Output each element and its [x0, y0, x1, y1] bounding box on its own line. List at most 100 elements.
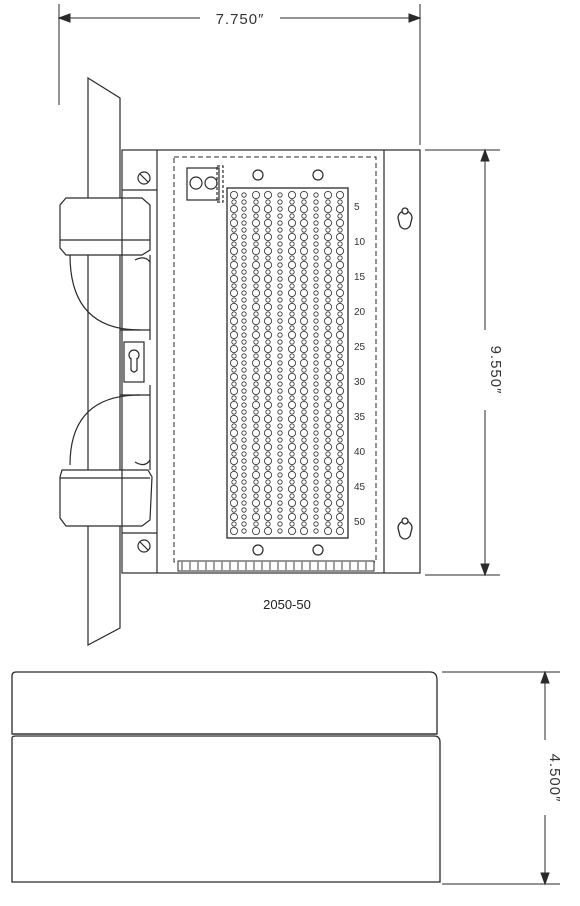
terminal-hole	[287, 513, 296, 522]
terminal-hole	[265, 395, 271, 401]
terminal-hole	[231, 479, 237, 485]
terminal-hole	[229, 456, 238, 465]
terminal-hole	[265, 423, 271, 429]
terminal-hole	[251, 470, 260, 479]
terminal-hole	[241, 248, 247, 254]
terminal-hole	[299, 232, 308, 241]
terminal-hole	[301, 325, 307, 331]
terminal-hole	[241, 458, 247, 464]
terminal-hole	[323, 484, 332, 493]
terminal-hole	[325, 381, 331, 387]
terminal-hole	[277, 332, 283, 338]
terminal-hole	[231, 339, 237, 345]
terminal-hole	[277, 220, 283, 226]
terminal-hole	[253, 423, 259, 429]
terminal-hole	[251, 190, 260, 199]
terminal-hole	[325, 199, 331, 205]
terminal-hole	[323, 190, 332, 199]
terminal-hole	[263, 218, 272, 227]
terminal-hole	[241, 325, 247, 331]
terminal-hole	[241, 360, 247, 366]
keyhole-icon	[397, 517, 413, 540]
terminal-hole	[301, 353, 307, 359]
terminal-hole	[335, 400, 344, 409]
terminal-hole	[253, 325, 259, 331]
terminal-hole	[287, 330, 296, 339]
terminal-hole	[299, 246, 308, 255]
terminal-hole	[231, 311, 237, 317]
terminal-hole	[287, 302, 296, 311]
terminal-hole	[335, 442, 344, 451]
terminal-hole	[299, 442, 308, 451]
terminal-hole	[325, 339, 331, 345]
terminal-hole	[251, 498, 260, 507]
terminal-hole	[277, 528, 283, 534]
terminal-hole	[241, 318, 247, 324]
terminal-hole	[277, 248, 283, 254]
terminal-hole	[253, 367, 259, 373]
terminal-hole	[277, 486, 283, 492]
terminal-hole	[277, 206, 283, 212]
terminal-hole	[241, 423, 247, 429]
terminal-hole	[289, 409, 295, 415]
terminal-hole	[263, 232, 272, 241]
terminal-hole	[325, 353, 331, 359]
row-number: 20	[354, 307, 366, 318]
mounting-flange	[87, 76, 121, 646]
terminal-hole	[253, 409, 259, 415]
terminal-hole	[301, 381, 307, 387]
terminal-hole	[313, 255, 319, 261]
terminal-hole	[323, 442, 332, 451]
terminal-hole	[253, 283, 259, 289]
terminal-hole	[229, 358, 238, 367]
terminal-hole	[263, 372, 272, 381]
terminal-hole	[229, 484, 238, 493]
terminal-hole	[277, 395, 283, 401]
terminal-hole	[263, 274, 272, 283]
terminal-hole	[253, 507, 259, 513]
terminal-hole	[231, 409, 237, 415]
terminal-hole	[313, 227, 319, 233]
terminal-hole	[313, 437, 319, 443]
terminal-hole	[241, 206, 247, 212]
terminal-hole	[253, 465, 259, 471]
mounting-hole	[312, 169, 324, 181]
terminal-hole	[277, 192, 283, 198]
terminal-hole	[265, 255, 271, 261]
terminal-hole	[253, 297, 259, 303]
terminal-hole	[265, 213, 271, 219]
width-dimension	[57, 4, 422, 145]
terminal-hole	[313, 465, 319, 471]
terminal-hole	[241, 381, 247, 387]
terminal-hole	[323, 260, 332, 269]
terminal-hole	[251, 400, 260, 409]
terminal-hole	[253, 479, 259, 485]
terminal-hole	[313, 500, 319, 506]
terminal-hole	[229, 372, 238, 381]
terminal-hole	[289, 437, 295, 443]
terminal-hole	[301, 367, 307, 373]
terminal-hole	[337, 213, 343, 219]
terminal-hole	[325, 255, 331, 261]
terminal-hole	[263, 428, 272, 437]
terminal-hole	[337, 381, 343, 387]
terminal-hole	[289, 297, 295, 303]
terminal-hole	[277, 507, 283, 513]
terminal-hole	[313, 192, 319, 198]
bottom-strip-ticks	[181, 562, 367, 570]
keyhole-icon	[397, 207, 413, 230]
terminal-hole	[289, 353, 295, 359]
terminal-hole	[231, 493, 237, 499]
terminal-hole	[241, 262, 247, 268]
terminal-hole	[253, 311, 259, 317]
terminal-hole	[337, 311, 343, 317]
terminal-hole	[287, 498, 296, 507]
terminal-hole	[287, 344, 296, 353]
terminal-hole	[287, 386, 296, 395]
terminal-hole	[263, 330, 272, 339]
keyhole-icon	[123, 341, 145, 383]
terminal-hole	[313, 276, 319, 282]
terminal-hole	[251, 330, 260, 339]
terminal-hole	[313, 248, 319, 254]
terminal-hole	[313, 332, 319, 338]
